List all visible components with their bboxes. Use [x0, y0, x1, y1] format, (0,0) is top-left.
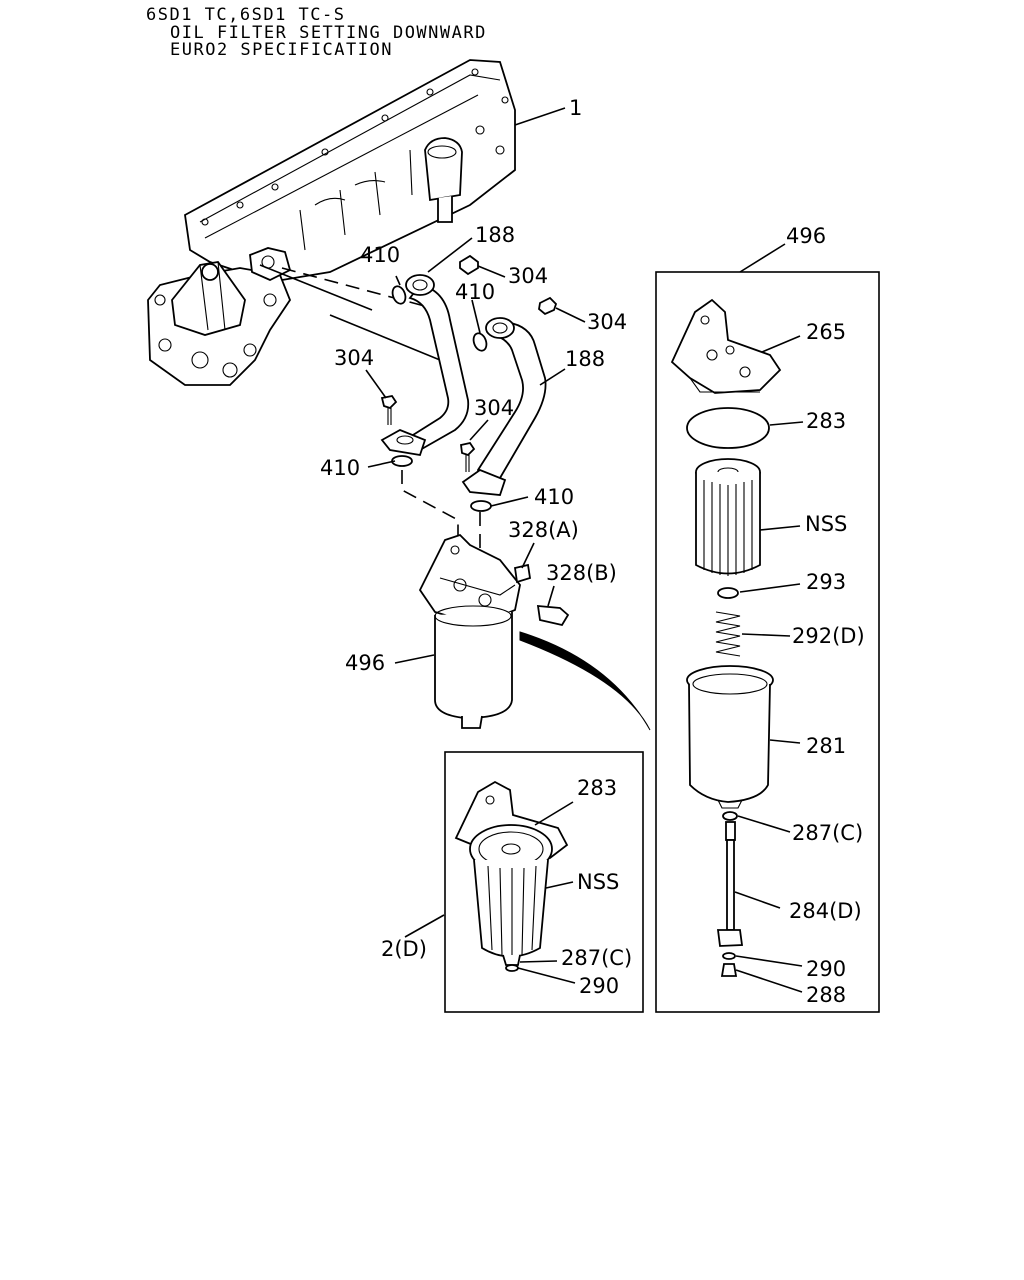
- leader-line-outlet: [259, 264, 373, 311]
- callout-304-upper-left: 304: [508, 264, 548, 288]
- header-line-1: 6SD1 TC,6SD1 TC-S: [146, 5, 346, 25]
- pipe-lead: [329, 314, 441, 361]
- callout-293: 293: [806, 570, 846, 594]
- callout-410-lower-left: 410: [320, 456, 360, 480]
- callout-283-box: 283: [806, 409, 846, 433]
- callout-410-upper-left: 410: [360, 243, 400, 267]
- callout-410-upper-right: 410: [455, 280, 495, 304]
- callout-leaders: [365, 107, 804, 993]
- callout-287-c-box: 287(C): [792, 821, 863, 845]
- assembly-filter-parts: [454, 780, 569, 972]
- callout-265: 265: [806, 320, 846, 344]
- callout-2-d: 2(D): [381, 937, 427, 961]
- callout-nss-lower: NSS: [577, 870, 619, 894]
- callout-410-lower-right: 410: [534, 485, 574, 509]
- dash-line-outlet: [281, 267, 433, 309]
- zoom-arrow: [519, 631, 651, 731]
- o-rings-410: [391, 285, 492, 512]
- callout-nss-box: NSS: [805, 512, 847, 536]
- callout-304-lower-right: 304: [474, 396, 514, 420]
- callout-288: 288: [806, 983, 846, 1007]
- callout-292-d: 292(D): [792, 624, 865, 648]
- callout-290-box: 290: [806, 957, 846, 981]
- callout-287-c-lower: 287(C): [561, 946, 632, 970]
- callout-304-lower-left: 304: [334, 346, 374, 370]
- callout-496-assembly: 496: [345, 651, 385, 675]
- callout-188-lower: 188: [565, 347, 605, 371]
- oil-pipes: [380, 274, 547, 496]
- engine-block-drawing: [147, 59, 516, 386]
- callout-284-d: 284(D): [789, 899, 862, 923]
- bolts-304: [380, 254, 558, 472]
- callout-188-upper: 188: [475, 223, 515, 247]
- callout-496-box: 496: [786, 224, 826, 248]
- callout-281: 281: [806, 734, 846, 758]
- oil-filter-assembly: [418, 533, 570, 729]
- callout-304-upper-right: 304: [587, 310, 627, 334]
- assembly-view-box: [444, 751, 644, 1013]
- header-line-2: OIL FILTER SETTING DOWNWARD: [170, 23, 487, 43]
- header-line-3: EURO2 SPECIFICATION: [170, 40, 393, 60]
- exploded-filter-parts: [670, 298, 782, 977]
- exploded-view-box: [655, 271, 880, 1013]
- callout-1: 1: [569, 96, 582, 120]
- callout-328-a: 328(A): [508, 518, 579, 542]
- callout-290-lower: 290: [579, 974, 619, 998]
- callout-283-lower: 283: [577, 776, 617, 800]
- callout-328-b: 328(B): [546, 561, 617, 585]
